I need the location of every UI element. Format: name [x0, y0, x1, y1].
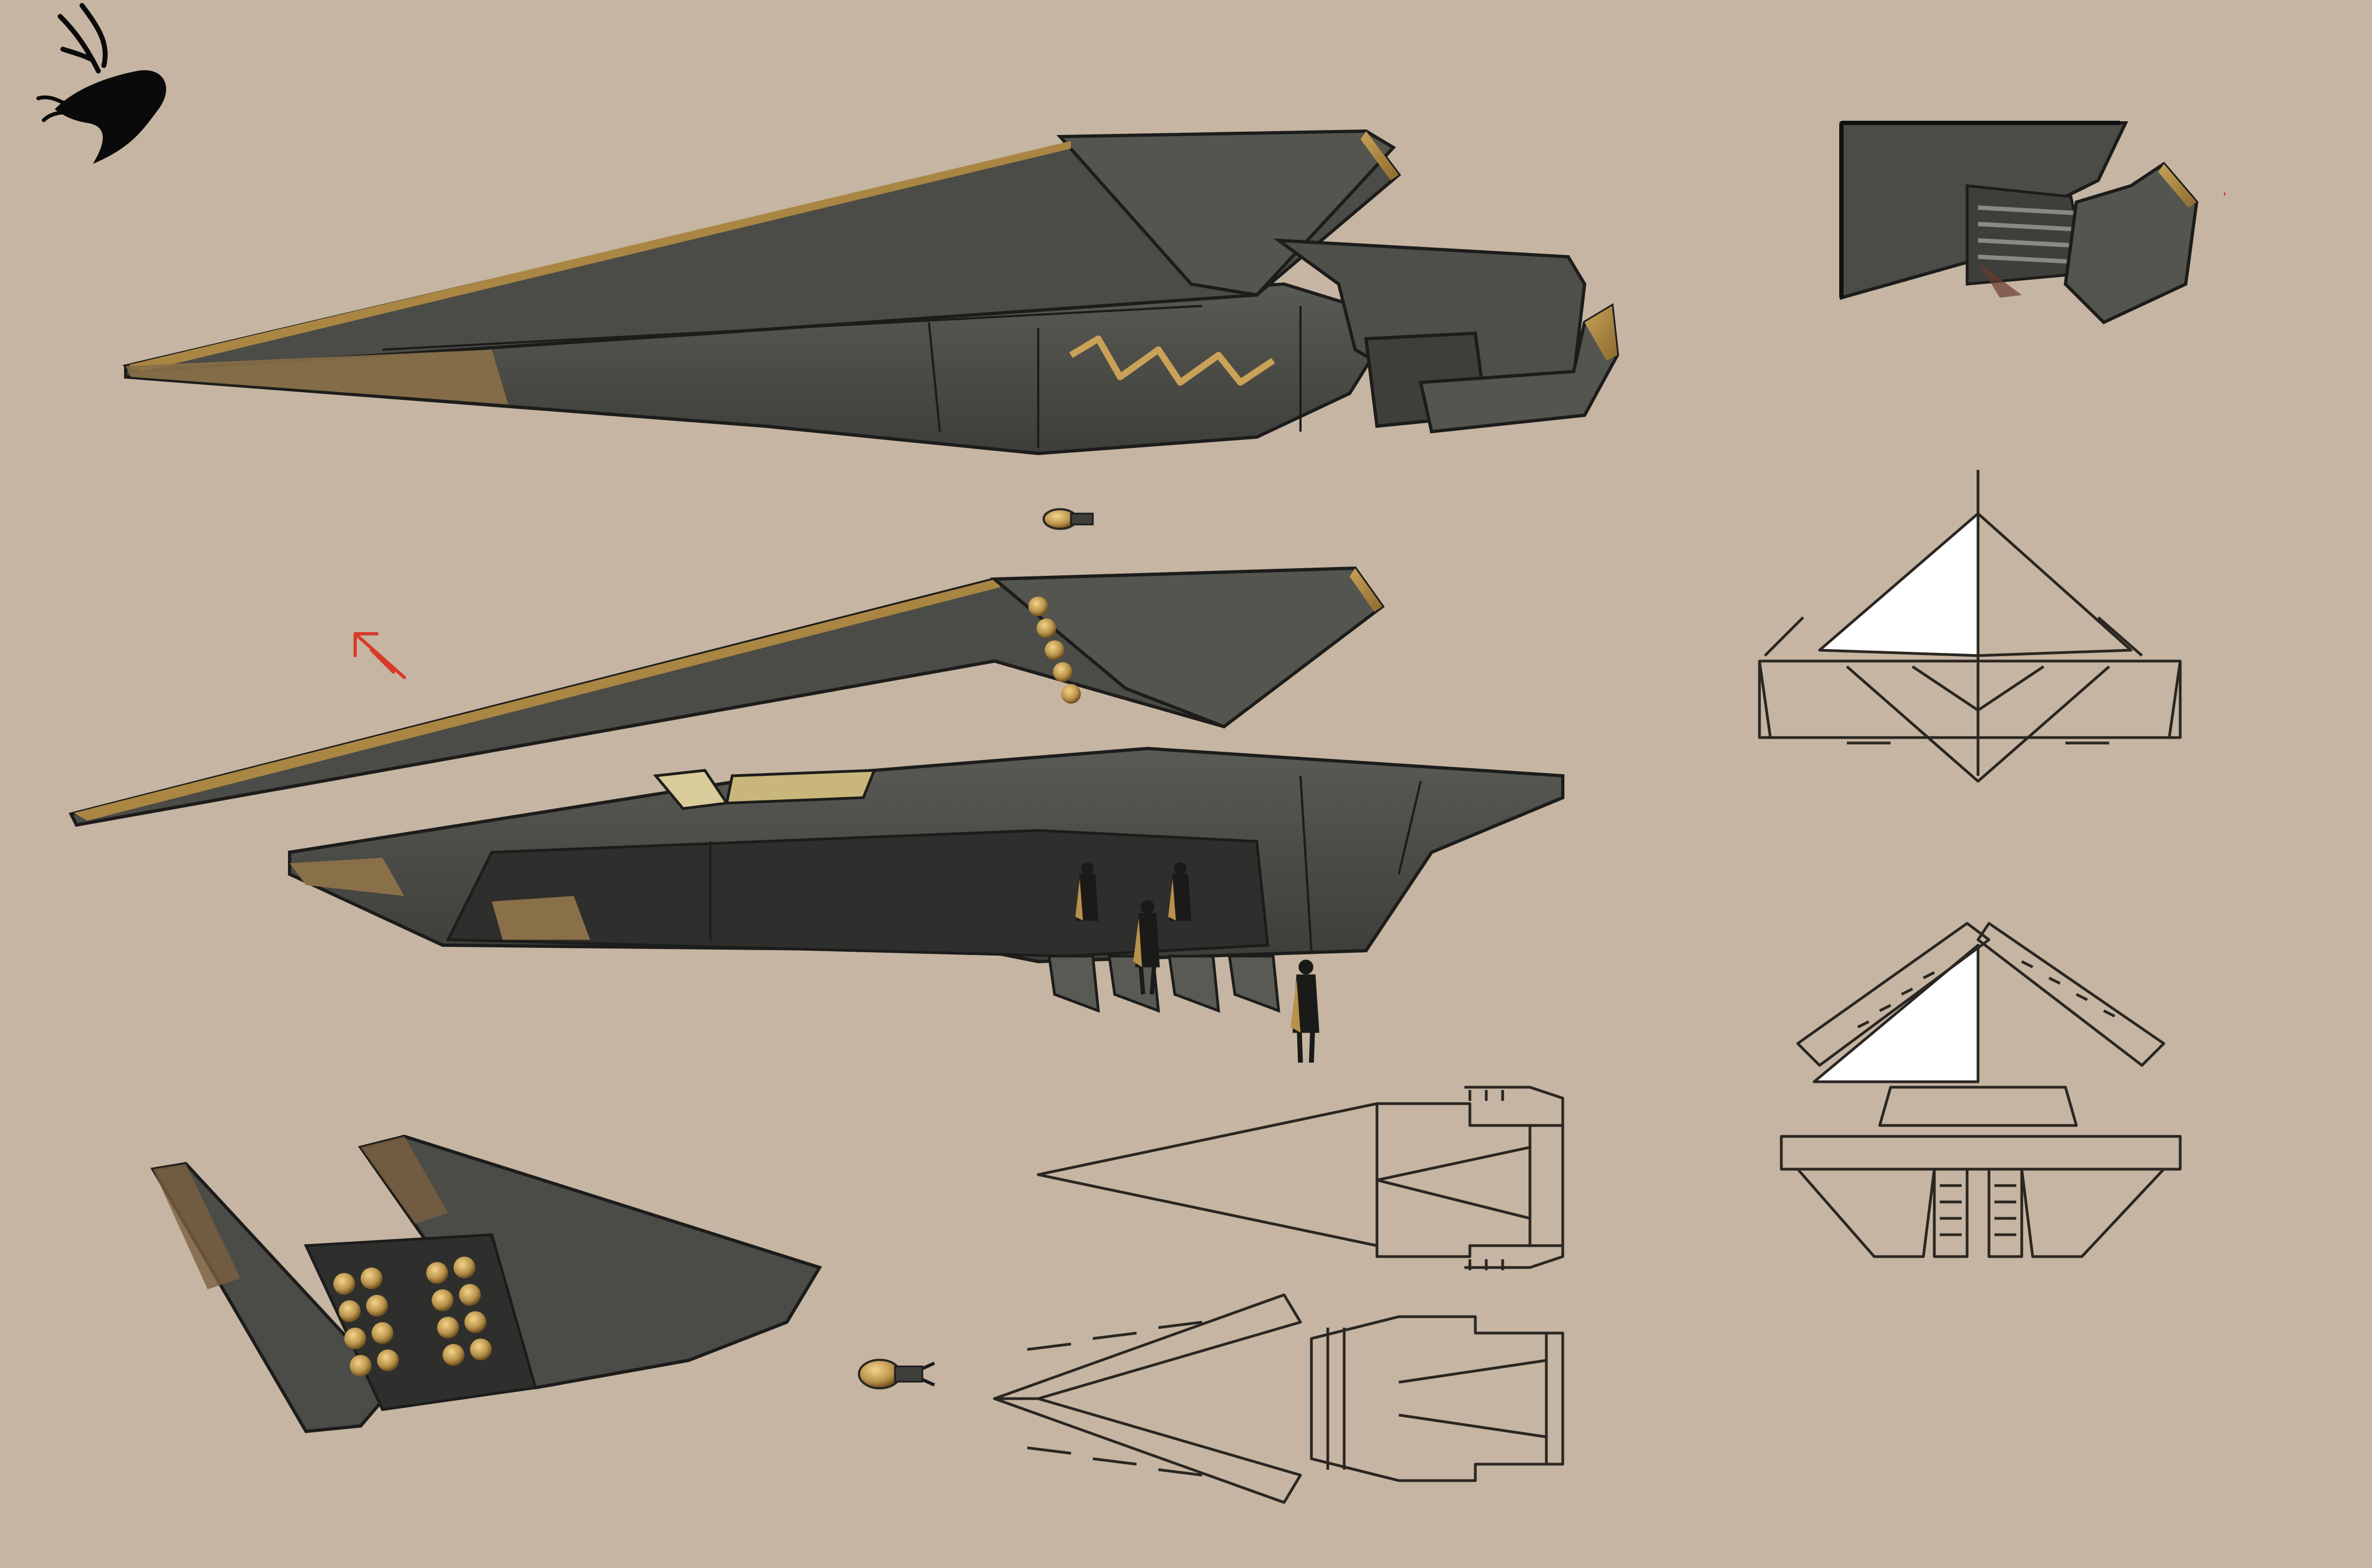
ship-open-side-view	[68, 566, 1564, 1013]
figures	[1075, 862, 1320, 1063]
top-plan-sketch	[1037, 1086, 1564, 1270]
lower-fins	[1047, 954, 1280, 1013]
missile-rack-bay	[333, 1257, 492, 1377]
front-view-open-sketch	[1780, 922, 2182, 1258]
ship-closed-side-view	[122, 129, 1620, 456]
front-view-sketch	[1758, 470, 2182, 783]
leaping-stag-logo	[36, 3, 167, 164]
missile-rack-upper	[1028, 597, 1081, 704]
wing-bay-detail	[150, 1134, 822, 1434]
stern-detail-inset	[1839, 121, 2224, 325]
top-plan-open-sketch	[993, 1293, 1564, 1504]
direction-arrow	[354, 632, 406, 679]
missile	[858, 508, 1094, 1389]
